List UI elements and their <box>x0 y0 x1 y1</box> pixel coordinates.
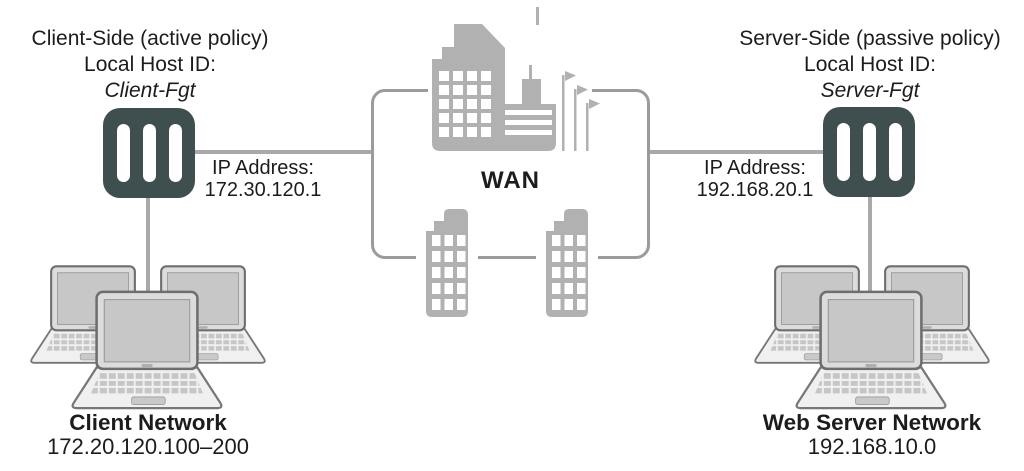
wan-label: WAN <box>481 167 540 194</box>
client-fgt-to-lan-link <box>146 194 150 302</box>
client-ip-label: IP Address: <box>212 157 314 179</box>
web-server-network-address: 192.168.10.0 <box>807 434 937 459</box>
web-server-network-name: Web Server Network <box>762 410 982 435</box>
server-side-header: Server-Side (passive policy) Local Host … <box>710 26 1024 104</box>
client-ip-address: 172.30.120.1 <box>204 179 322 201</box>
server-fortigate-firewall-icon <box>823 107 915 197</box>
client-network-laptops <box>23 262 273 420</box>
client-host-id-label: Local Host ID: <box>84 53 216 76</box>
wan-to-server-link <box>648 150 826 154</box>
client-network-label: Client Network 172.20.120.100–200 <box>8 411 288 459</box>
server-host-id-label: Local Host ID: <box>804 53 936 76</box>
client-side-title: Client-Side (active policy) <box>31 27 269 50</box>
laptop-icon <box>71 290 223 410</box>
server-ip-annotation: IP Address: 192.168.20.1 <box>685 157 825 201</box>
server-ip-address: 192.168.20.1 <box>696 179 814 201</box>
web-server-network-label: Web Server Network 192.168.10.0 <box>712 411 1024 459</box>
client-network-address: 172.20.120.100–200 <box>47 434 249 459</box>
client-fortigate-firewall-icon <box>103 108 195 198</box>
server-side-title: Server-Side (passive policy) <box>739 27 1001 50</box>
server-fgt-to-lan-link <box>868 194 872 302</box>
client-ip-annotation: IP Address: 172.30.120.1 <box>193 157 333 201</box>
client-to-wan-link <box>193 150 373 154</box>
server-ip-label: IP Address: <box>704 157 806 179</box>
web-server-network-laptops <box>747 262 997 420</box>
client-side-header: Client-Side (active policy) Local Host I… <box>0 26 300 104</box>
client-host-id: Client-Fgt <box>104 79 196 102</box>
laptop-icon <box>795 290 947 410</box>
office-tower-icon <box>426 209 468 317</box>
office-tower-icon <box>546 209 588 317</box>
client-network-name: Client Network <box>69 410 227 435</box>
server-host-id: Server-Fgt <box>820 79 920 102</box>
city-buildings-icon <box>432 7 600 151</box>
